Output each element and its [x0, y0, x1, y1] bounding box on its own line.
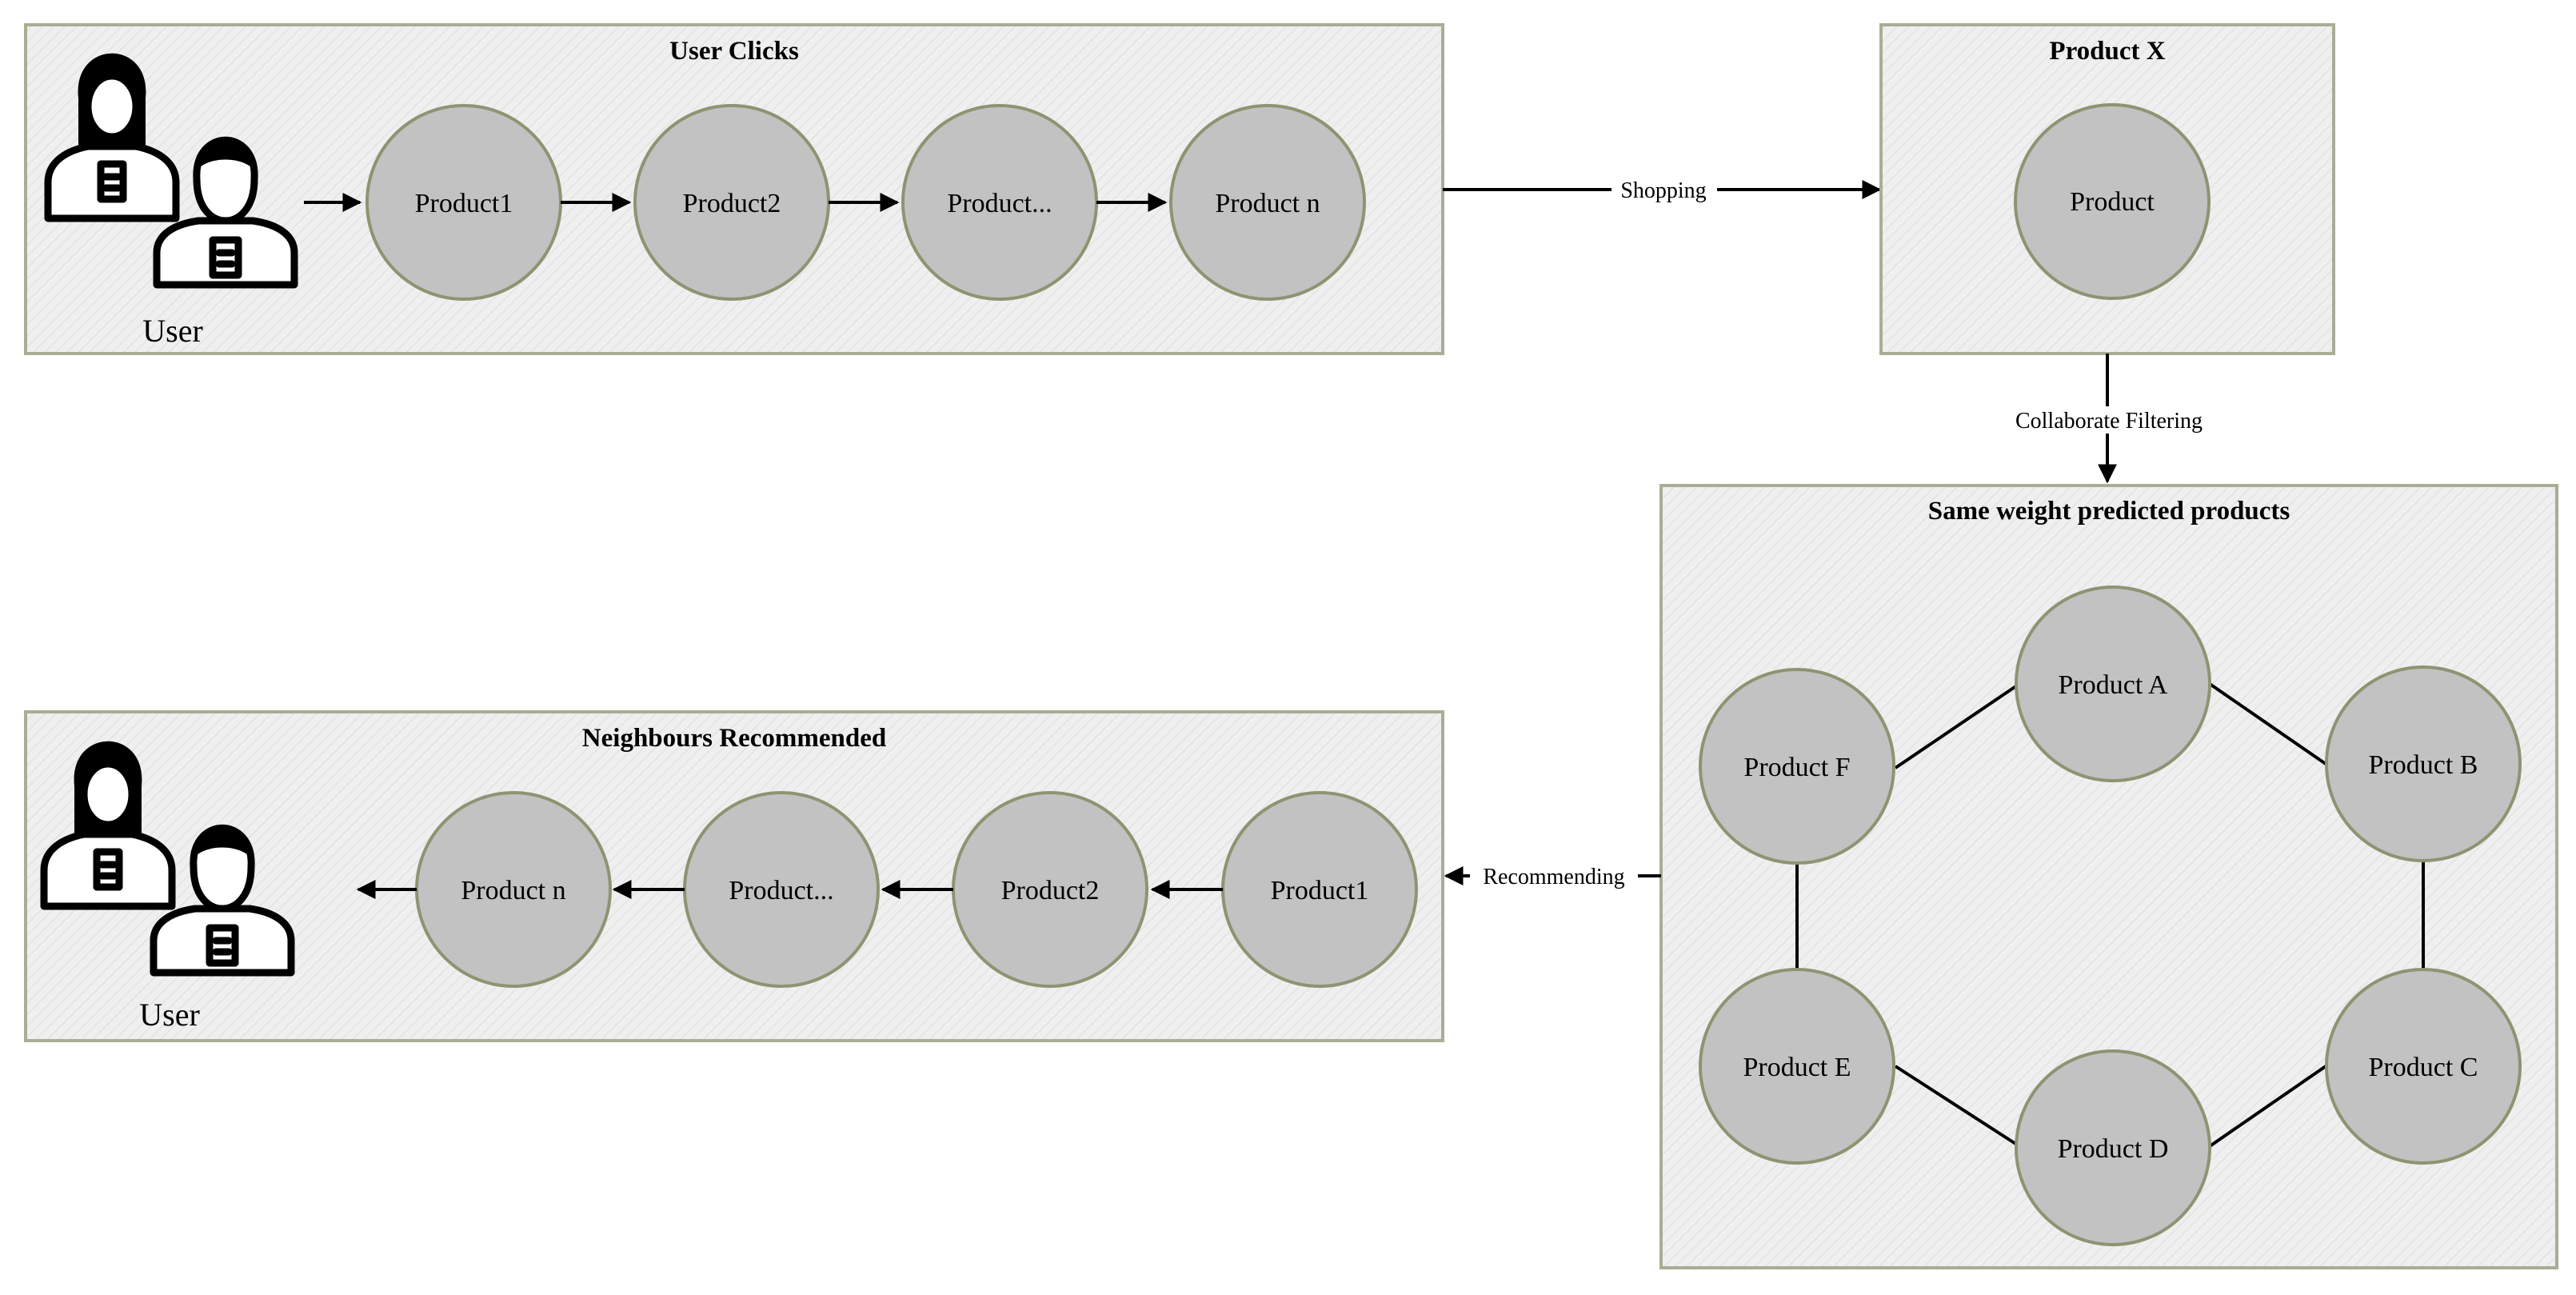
product-node[interactable]: Product n: [1169, 104, 1366, 301]
link-f-a: [1894, 682, 2021, 769]
user-caption: User: [139, 997, 200, 1033]
panel-product-x-title: Product X: [2049, 37, 2165, 66]
panel-neighbours-recommended: Neighbours Recommended User Product1 Pro…: [24, 710, 1444, 1042]
product-node-label: Product1: [1271, 876, 1369, 905]
product-node-label: Product n: [1215, 189, 1320, 218]
product-node-circle: [2325, 665, 2522, 862]
product-node-label: Product D: [2058, 1134, 2169, 1164]
product-node-label: Product: [2070, 187, 2155, 217]
product-node[interactable]: Product F: [1699, 668, 1895, 865]
panel-product-x: Product X Product: [1879, 23, 2335, 355]
product-node-circle: [1699, 968, 1895, 1165]
product-node[interactable]: Product E: [1699, 968, 1895, 1165]
recommending-label: Recommending: [1483, 865, 1624, 889]
product-node-circle: [2325, 968, 2522, 1165]
product-node-circle: [2015, 586, 2211, 782]
product-node[interactable]: Product B: [2325, 665, 2522, 862]
shopping-edge: Shopping: [1443, 176, 1882, 203]
product-node-label: Product n: [461, 876, 565, 905]
product-node-label: Product1: [415, 189, 513, 218]
product-node-circle: [2015, 1049, 2211, 1246]
product-node[interactable]: Product C: [2325, 968, 2522, 1165]
user-caption: User: [142, 313, 203, 349]
product-node-label: Product...: [729, 876, 833, 905]
product-node[interactable]: Product A: [2015, 586, 2211, 782]
product-node-label: Product E: [1743, 1053, 1851, 1082]
product-node-circle: [1169, 104, 1366, 301]
panel-neighbours-recommended-title: Neighbours Recommended: [582, 724, 886, 753]
recommending-edge: Recommending: [1444, 862, 1661, 889]
collaborate-filtering-edge: Collaborate Filtering: [1999, 354, 2215, 484]
product-node[interactable]: Product...: [683, 791, 880, 988]
product-node[interactable]: Product2: [633, 104, 830, 301]
link-c-d: [2208, 1065, 2327, 1148]
product-node[interactable]: Product...: [901, 104, 1098, 301]
recommending-label-bg: [1470, 862, 1638, 889]
product-node[interactable]: Product1: [1221, 791, 1418, 988]
product-node-label: Product2: [1001, 876, 1100, 905]
collaborate-filtering-label: Collaborate Filtering: [2015, 409, 2203, 434]
panel-user-clicks-title: User Clicks: [669, 37, 799, 66]
collaborate-filtering-label-bg: [1999, 406, 2215, 434]
product-node[interactable]: Product2: [952, 791, 1148, 988]
panel-same-weight: Same weight predicted products Product A…: [1659, 484, 2558, 1269]
panel-user-clicks: User Clicks User Product1 Product2 Produ…: [24, 23, 1444, 355]
link-a-b: [2208, 682, 2327, 765]
product-node-label: Product A: [2059, 670, 2168, 700]
product-node[interactable]: Product1: [365, 104, 562, 301]
product-node-circle: [1699, 668, 1895, 865]
product-node-label: Product2: [683, 189, 781, 218]
product-node-label: Product B: [2369, 750, 2478, 780]
product-node-label: Product F: [1743, 753, 1850, 782]
product-node[interactable]: Product: [2014, 103, 2211, 300]
link-d-e: [1894, 1065, 2021, 1148]
product-node[interactable]: Product D: [2015, 1049, 2211, 1246]
shopping-label-bg: [1611, 176, 1717, 203]
product-node-label: Product C: [2369, 1053, 2478, 1082]
product-node-label: Product...: [947, 189, 1052, 218]
product-node[interactable]: Product n: [415, 791, 612, 988]
panel-same-weight-title: Same weight predicted products: [1928, 497, 2290, 526]
shopping-label: Shopping: [1620, 178, 1706, 203]
product-node-circle: [2014, 103, 2211, 300]
